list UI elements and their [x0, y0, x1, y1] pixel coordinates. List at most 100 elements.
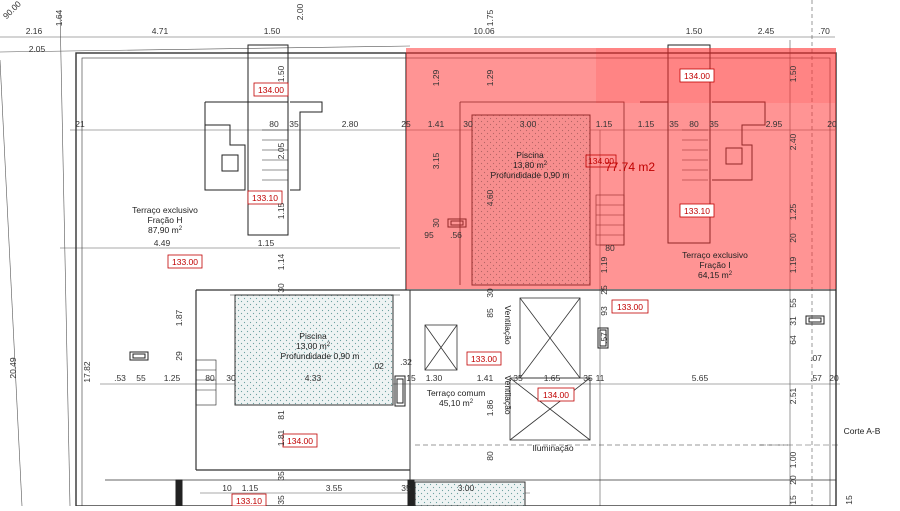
highlight-area-label: 77.74 m2 — [605, 160, 655, 174]
terrace-i-area-sup: 2 — [729, 271, 733, 277]
dimension-text: 15 — [788, 495, 798, 505]
dimension-text: 1.19 — [599, 256, 609, 273]
dimension-text: .53 — [114, 373, 126, 383]
dimension-text: 80 — [269, 119, 279, 129]
stair-steps-lower — [195, 359, 217, 406]
dimension-text: 1.15 — [276, 202, 286, 219]
terrace-i-area-line: 64,15 m2 — [698, 270, 733, 280]
dimension-text: 35 — [583, 373, 593, 383]
dimension-text: 21 — [75, 119, 85, 129]
dimension-text: 1.50 — [788, 65, 798, 82]
terrace-i-area: 64,15 m — [698, 270, 729, 280]
highlight-area — [406, 48, 836, 289]
dimension-text: 1.41 — [477, 373, 494, 383]
terrace-i-title: Terraço exclusivo — [682, 250, 748, 260]
dimension-text: 30 — [485, 288, 495, 298]
dimension-text: .56 — [450, 230, 462, 240]
dimension-text: 29 — [174, 351, 184, 361]
dimension-text: 20 — [788, 233, 798, 243]
elevation-tag: 133.10 — [252, 193, 278, 203]
elevation-tag: 133.00 — [617, 302, 643, 312]
pool-lower-area: 13,00 m — [296, 341, 327, 351]
dimension-text: 30 — [276, 283, 286, 293]
pool-upper-area-line: 13,80 m2 — [513, 160, 548, 170]
dimension-text: 2.05 — [29, 44, 46, 54]
dimension-text: 25 — [401, 119, 411, 129]
dimension-text: 31 — [788, 316, 798, 326]
ventilation-label: Ventilação — [503, 305, 513, 344]
dimension-text: 15 — [406, 373, 416, 383]
terrace-i-unit: Fração I — [699, 260, 730, 270]
dimension-text: 90.00 — [1, 0, 23, 21]
terrace-h-title: Terraço exclusivo — [132, 205, 198, 215]
dimension-text: 1.29 — [431, 69, 441, 86]
elevation-tag: 133.10 — [684, 206, 710, 216]
dimension-text: 80 — [205, 373, 215, 383]
section-label: Corte A-B — [844, 426, 881, 436]
dimension-text: 1.75 — [485, 9, 495, 26]
dimension-text: 81 — [276, 410, 286, 420]
dimension-text: 5.65 — [692, 373, 709, 383]
dimension-text: 2.05 — [276, 142, 286, 159]
dimension-text: 1.41 — [428, 119, 445, 129]
terrace-h-area: 87,90 m — [148, 225, 179, 235]
dimension-text: 20 — [827, 119, 837, 129]
elevation-tag: 134.00 — [684, 71, 710, 81]
dimension-text: 1.64 — [54, 9, 64, 26]
dimension-text: 55 — [136, 373, 146, 383]
dimension-text: .32 — [400, 357, 412, 367]
pool-upper-area-sup: 2 — [544, 161, 548, 167]
elevation-tags: 134.00 133.10 133.00 134.00 134.00 133.1… — [167, 68, 715, 507]
dimension-text: 2.16 — [26, 26, 43, 36]
dimension-text: 10 — [222, 483, 232, 493]
dimension-text: 20 — [829, 373, 839, 383]
dimension-text: 10.06 — [473, 26, 495, 36]
dimension-text: 20.49 — [8, 357, 18, 379]
lighting-label: Iluminação — [532, 443, 573, 453]
dimensions-top: 2.16 1.64 4.71 1.50 2.00 1.75 10.06 1.50… — [1, 0, 830, 54]
dimension-text: .07 — [810, 353, 822, 363]
dimension-text: 30 — [463, 119, 473, 129]
pool-lower-area-line: 13,00 m2 — [296, 341, 331, 351]
common-terrace-area: 45,10 m — [439, 398, 470, 408]
dimension-text: 4.49 — [154, 238, 171, 248]
dimension-text: 1.65 — [544, 373, 561, 383]
terrace-h-area-sup: 2 — [179, 226, 183, 232]
dimension-text: 1.50 — [264, 26, 281, 36]
dimensions-middle: 21 80 35 2.80 25 1.41 30 3.00 1.15 1.15 … — [75, 119, 837, 129]
dimension-text: 35 — [513, 373, 523, 383]
terrace-h-area-line: 87,90 m2 — [148, 225, 183, 235]
dimension-text: 4.60 — [485, 189, 495, 206]
pool-lower-title: Piscina — [299, 331, 327, 341]
dimension-text: 3.15 — [431, 152, 441, 169]
pool-upper-title: Piscina — [516, 150, 544, 160]
terrace-h-unit: Fração H — [148, 215, 183, 225]
dimension-text: 1.87 — [174, 309, 184, 326]
dimensions-vertical: 1.50 2.05 1.15 1.29 3.15 30 4.60 1.29 1.… — [8, 65, 854, 504]
dimension-text: 1.29 — [485, 69, 495, 86]
dimension-text: .02 — [372, 361, 384, 371]
dimension-text: 1.15 — [596, 119, 613, 129]
elevation-tag: 134.00 — [258, 85, 284, 95]
elevation-tag: 133.00 — [471, 354, 497, 364]
dimension-text: 2.95 — [766, 119, 783, 129]
dimension-text: 1.15 — [638, 119, 655, 129]
pool-upper-area: 13,80 m — [513, 160, 544, 170]
dimension-text: 1.30 — [426, 373, 443, 383]
dimension-text: 1.25 — [788, 203, 798, 220]
dimension-text: 2.80 — [342, 119, 359, 129]
pool-upper-depth: Profundidade 0,90 m — [491, 170, 570, 180]
dimension-text: 30 — [226, 373, 236, 383]
elevation-tag: 134.00 — [287, 436, 313, 446]
common-terrace-area-line: 45,10 m2 — [439, 398, 474, 408]
dimension-text: 3.00 — [520, 119, 537, 129]
dimension-text: 64 — [788, 335, 798, 345]
dimension-text: 93 — [599, 306, 609, 316]
ventilation-label: Ventilação — [503, 375, 513, 414]
dimension-text: .57 — [810, 373, 822, 383]
dimension-text: 85 — [485, 308, 495, 318]
dimension-text: 1.25 — [164, 373, 181, 383]
pool-lower-depth: Profundidade 0,90 m — [281, 351, 360, 361]
dimension-text: 1.50 — [686, 26, 703, 36]
